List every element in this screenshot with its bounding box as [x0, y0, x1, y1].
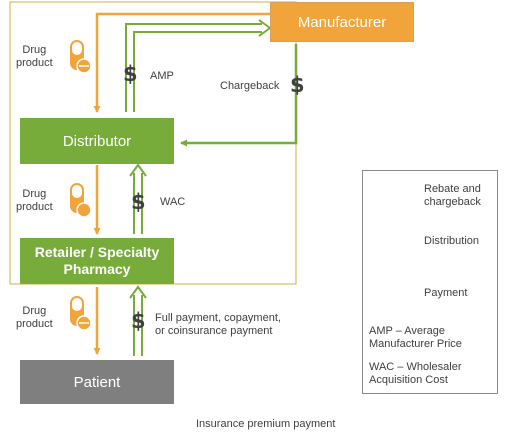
dollar-icon-chargeback: $	[290, 73, 305, 97]
chargeback-label: Chargeback	[220, 80, 280, 92]
drug-pill-icon-2	[70, 183, 92, 218]
wac-label: WAC	[160, 196, 186, 208]
dollar-icon-wac: $	[131, 190, 146, 214]
distributor-node: Distributor	[20, 118, 174, 164]
chargeback-arrow	[180, 44, 298, 147]
insurance-premium-label: Insurance premium payment	[196, 418, 336, 430]
legend-payment-label: Payment	[424, 287, 468, 299]
payment-arrow-retailer-distributor	[129, 163, 147, 234]
patient-node: Patient	[20, 360, 174, 404]
drug-pill-icon-3	[70, 296, 92, 331]
distribution-arrow-manufacturer-distributor	[93, 12, 272, 113]
dollar-icon-full-payment: $	[131, 309, 146, 333]
full-payment-label: Full payment, copayment, or coinsurance …	[155, 312, 281, 337]
legend	[362, 170, 498, 394]
legend-rebate-label: Rebate and chargeback	[424, 183, 481, 208]
amp-label: AMP	[150, 70, 174, 82]
manufacturer-node: Manufacturer	[270, 2, 414, 42]
drug-product-label-2: Drug product	[16, 188, 53, 213]
payment-arrow-patient-retailer	[129, 285, 147, 356]
drug-product-label-3: Drug product	[16, 305, 53, 330]
legend-distribution-label: Distribution	[424, 235, 480, 247]
dollar-icon-amp: $	[123, 62, 138, 86]
legend-wac-definition: WAC – Wholesaler Acquisition Cost	[369, 361, 462, 386]
retailer-pharmacy-node: Retailer / Specialty Pharmacy	[20, 238, 174, 284]
legend-amp-definition: AMP – Average Manufacturer Price	[369, 325, 462, 350]
payment-arrow-distributor-manufacturer	[125, 19, 272, 112]
drug-product-label-1: Drug product	[16, 44, 53, 69]
drug-pill-icon-1	[70, 40, 92, 74]
